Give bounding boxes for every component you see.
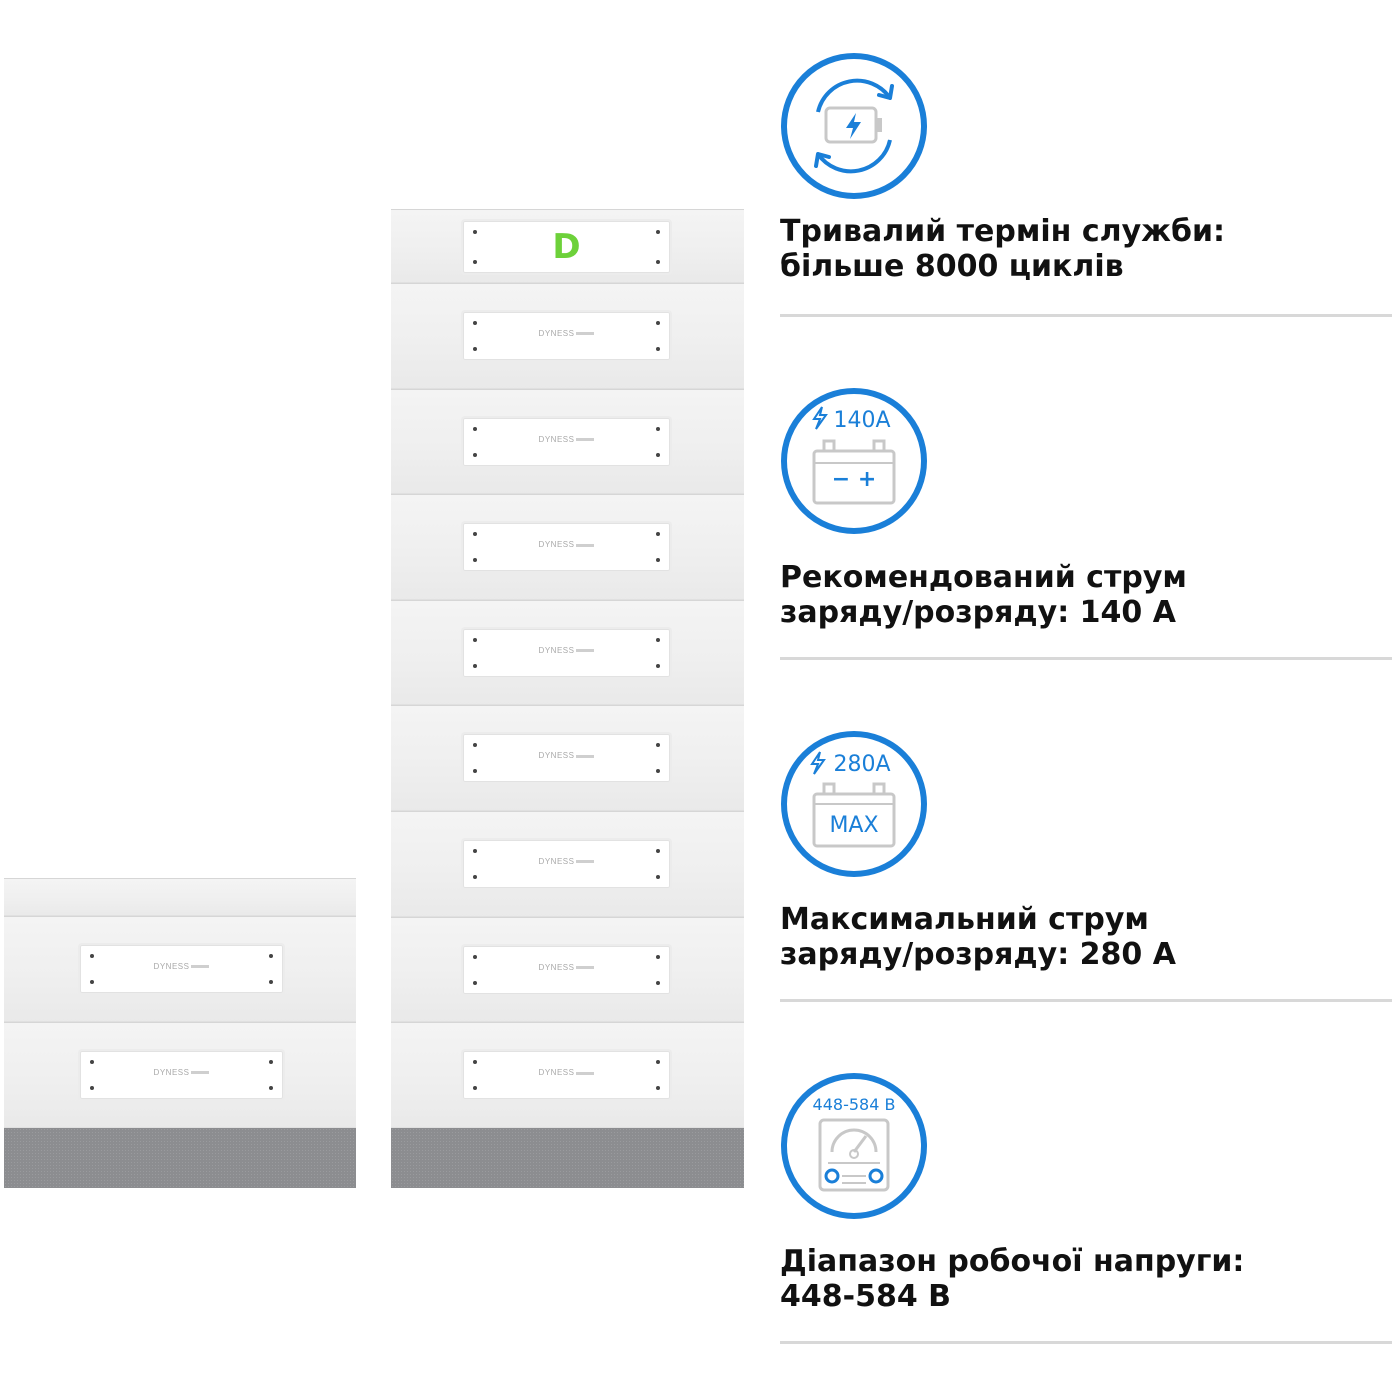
feature-title: Діапазон робочої напруги:448-584 B — [780, 1244, 1245, 1314]
module-label-plate: DYNESS — [463, 417, 670, 466]
battery-current-icon: 140A − + — [778, 385, 930, 537]
tall-battery-stack: D DYNESS DYNESS DYNESS DYNESS DYNESS DYNESS DY… — [391, 209, 744, 1188]
brand-logo: DYNESS — [463, 540, 670, 549]
battery-module: DYNESS — [4, 1022, 356, 1129]
voltmeter-icon: 448-584 B — [778, 1070, 930, 1222]
brand-logo: DYNESS — [463, 329, 670, 338]
module-label-plate: DYNESS — [80, 1051, 283, 1099]
brand-logo: DYNESS — [463, 751, 670, 760]
battery-cycle-icon — [778, 50, 930, 202]
battery-module: DYNESS — [391, 388, 744, 496]
section-divider — [780, 1341, 1392, 1344]
current-badge: 140A — [833, 408, 890, 433]
battery-module: DYNESS — [391, 916, 744, 1024]
feature-cycle-life: Тривалий термін служби:більше 8000 циклі… — [778, 50, 1398, 320]
module-label-plate: DYNESS — [463, 840, 670, 888]
module-label-plate: DYNESS — [463, 1051, 670, 1100]
brand-logo: DYNESS — [80, 962, 283, 971]
battery-module: DYNESS — [4, 916, 356, 1023]
bms-label-plate: D — [463, 221, 670, 273]
battery-module: DYNESS — [391, 283, 744, 390]
current-badge: 280A — [833, 752, 890, 777]
brand-logo: DYNESS — [463, 857, 670, 866]
dyness-d-logo: D — [552, 227, 581, 267]
brand-logo: DYNESS — [463, 435, 670, 444]
battery-module: DYNESS — [391, 705, 744, 812]
section-divider — [780, 999, 1392, 1002]
section-divider — [780, 657, 1392, 660]
battery-module: DYNESS — [391, 494, 744, 601]
battery-module: DYNESS — [391, 1022, 744, 1129]
brand-logo: DYNESS — [463, 1068, 670, 1077]
stack-base — [4, 1128, 356, 1188]
max-label: MAX — [829, 813, 878, 838]
section-divider — [780, 314, 1392, 317]
brand-logo: DYNESS — [463, 963, 670, 972]
battery-module: DYNESS — [391, 599, 744, 707]
battery-module: DYNESS — [391, 811, 744, 918]
module-label-plate: DYNESS — [463, 312, 670, 360]
brand-logo: DYNESS — [463, 646, 670, 655]
voltage-badge: 448-584 B — [813, 1095, 896, 1114]
module-label-plate: DYNESS — [80, 945, 283, 993]
bms-control-module: D — [391, 209, 744, 284]
module-label-plate: DYNESS — [463, 734, 670, 783]
module-label-plate: DYNESS — [463, 523, 670, 572]
stack-cap — [4, 878, 356, 917]
module-label-plate: DYNESS — [463, 945, 670, 994]
feature-voltage-range: 448-584 B Діапазон робочої напруги:448-5… — [778, 1070, 1398, 1350]
battery-max-current-icon: 280A MAX — [778, 728, 930, 880]
battery-polarity: − + — [832, 467, 877, 492]
stack-base — [391, 1128, 744, 1188]
module-label-plate: DYNESS — [463, 628, 670, 677]
brand-logo: DYNESS — [80, 1068, 283, 1077]
feature-title: Тривалий термін служби:більше 8000 циклі… — [780, 214, 1225, 284]
small-battery-stack: DYNESS DYNESS — [4, 878, 356, 1188]
